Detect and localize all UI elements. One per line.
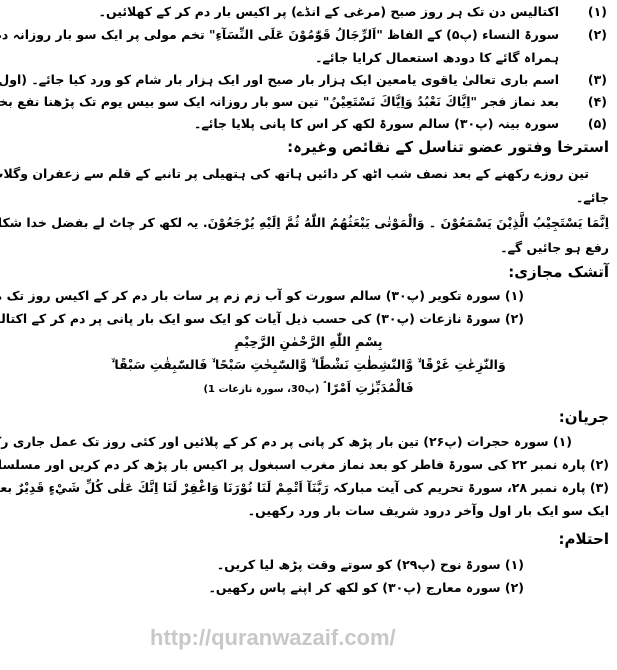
list-item: (۲) پارہ نمبر ۲۲ کی سورۃ فاطر کو بعد نما… bbox=[0, 457, 609, 472]
item-number: (۳) bbox=[587, 72, 607, 87]
list-item: (۲) سورہ معارج (پ۳۰) کو لکھ کر اپنے پاس … bbox=[208, 580, 524, 595]
section-heading: احتلام: bbox=[558, 530, 609, 548]
quran-ayah: فَالْمُدَبِّرٰتِ اَمْرًا ۘ bbox=[323, 380, 414, 395]
list-item: (۱) سورہ حجرات (پ۲۶) تین بار پڑھ کر پانی… bbox=[0, 434, 572, 449]
list-item: اکتالیس دن تک ہر روز صبح (مرغی کے انڈے) … bbox=[98, 4, 559, 19]
paragraph-continuation: جائے۔ bbox=[575, 190, 609, 205]
paragraph-continuation: رفع ہو جائیں گے۔ bbox=[500, 240, 609, 255]
list-item: بعد نماز فجر "اِيَّاكَ نَعْبُدُ وَاِيَّا… bbox=[0, 94, 559, 109]
item-number: (۴) bbox=[587, 94, 607, 109]
section-heading: استرخا وفتور عضو تناسل کے نقائص وغیرہ: bbox=[287, 138, 609, 156]
list-item: سورۃ النساء (پ۵) کے الفاظ "اَلرِّجَالُ ق… bbox=[0, 27, 559, 42]
item-number: (۱) bbox=[587, 4, 607, 19]
item-number: (۲) bbox=[587, 27, 607, 42]
list-item: سورہ بینہ (پ۳۰) سالم سورۃ لکھ کر اس کا پ… bbox=[194, 116, 559, 131]
list-item: (۲) سورۃ نازعات (پ۳۰) کی حسب ذیل آیات کو… bbox=[0, 311, 524, 326]
section-heading: جریان: bbox=[558, 408, 609, 426]
list-item: اسم باری تعالیٰ یاقوی یامعین ایک ہزار با… bbox=[0, 72, 559, 87]
list-item-continuation: ایک سو ایک بار اول وآخر درود شریف سات با… bbox=[247, 503, 609, 518]
list-item: (۳) پارہ نمبر ۲۸، سورۃ تحریم کی آیت مبار… bbox=[0, 480, 609, 495]
quran-ayah-line: فَالْمُدَبِّرٰتِ اَمْرًا ۘ (پ30، سورہ نا… bbox=[0, 378, 617, 400]
list-item: (۱) سورہ تکویر (پ۳۰) سالم سورت کو آب زم … bbox=[0, 288, 524, 303]
paragraph: اِنَّمَا يَسْتَجِيْبُ الَّذِيْنَ يَسْمَع… bbox=[0, 215, 609, 230]
watermark: http://quranwazaif.com/ bbox=[150, 625, 396, 650]
list-item: (۱) سورۃ نوح (پ۲۹) کو سوتے وقت پڑھ لیا ک… bbox=[216, 557, 524, 572]
list-item-continuation: ہمراہ گائے کا دودھ استعمال کرایا جائے۔ bbox=[315, 50, 559, 65]
section-heading: آتشک مجازی: bbox=[508, 263, 609, 281]
paragraph: تین روزے رکھنے کے بعد نصف شب اٹھ کر دائی… bbox=[0, 166, 589, 181]
quran-ayah: وَالنّٰزِعٰتِ غَرْقًا ۙ وَّالنّٰشِطٰتِ ن… bbox=[111, 357, 506, 372]
ayah-reference: (پ30، سورہ نازعات 1) bbox=[203, 384, 320, 395]
item-number: (۵) bbox=[587, 116, 607, 131]
bismillah: بِسْمِ اللّٰهِ الرَّحْمٰنِ الرَّحِيْمِ bbox=[234, 334, 383, 349]
